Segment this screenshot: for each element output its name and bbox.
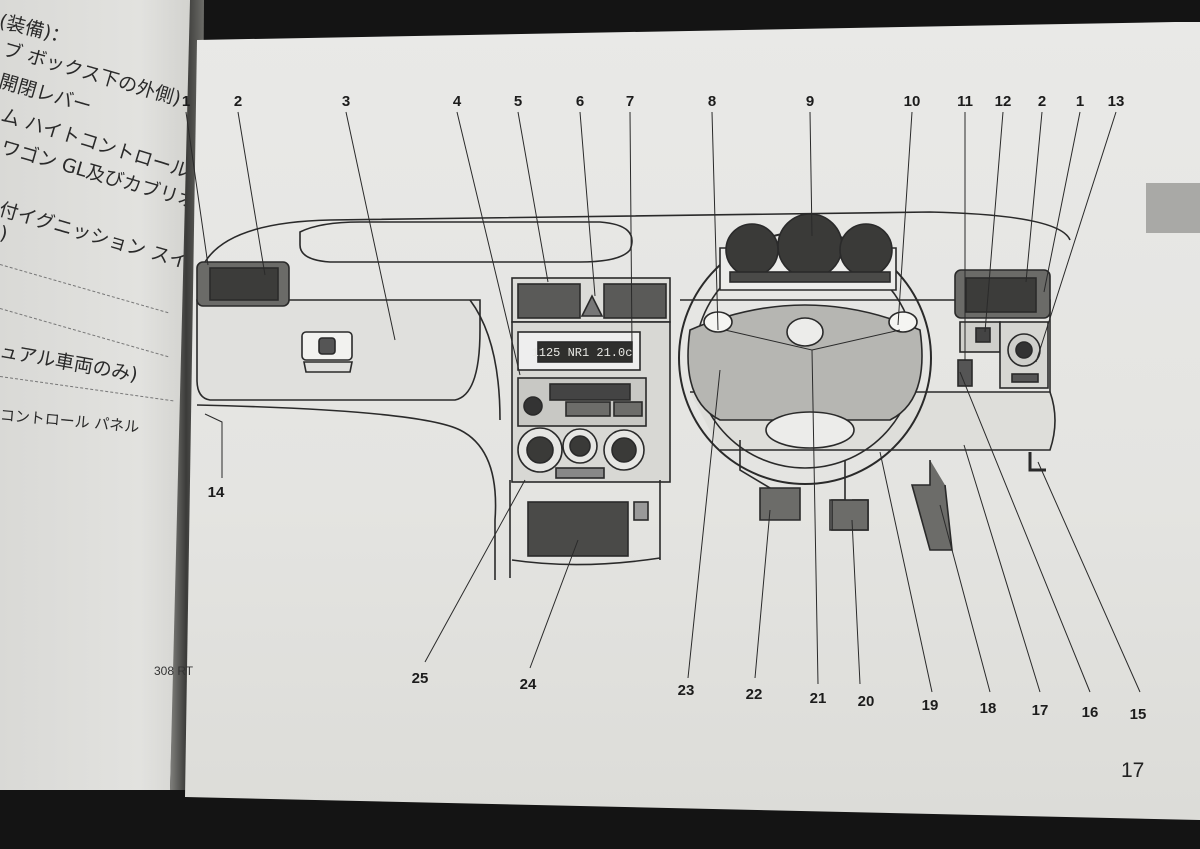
page-number: 17 bbox=[1121, 759, 1145, 782]
callout-9: 9 bbox=[805, 93, 815, 110]
callout-25: 25 bbox=[411, 670, 429, 687]
callout-22: 22 bbox=[745, 686, 763, 703]
callout-2-right: 2 bbox=[1037, 93, 1047, 110]
callout-10: 10 bbox=[903, 93, 921, 110]
callout-12: 12 bbox=[994, 93, 1012, 110]
callout-6: 6 bbox=[575, 93, 585, 110]
callout-20: 20 bbox=[857, 693, 875, 710]
left-page: (装備)： ブ ボックス下の外側) 開閉レバー ム ハイトコントロール ワゴン … bbox=[0, 0, 195, 790]
callout-24: 24 bbox=[519, 676, 537, 693]
callout-1-right: 1 bbox=[1075, 93, 1085, 110]
callout-23: 23 bbox=[677, 682, 695, 699]
callout-11: 11 bbox=[957, 93, 973, 110]
callout-21: 21 bbox=[809, 690, 827, 707]
radio-display-text: 1125 NR1 21.0c bbox=[532, 346, 633, 360]
model-code: 308 RT bbox=[154, 664, 194, 678]
callout-8: 8 bbox=[707, 93, 717, 110]
callout-4: 4 bbox=[452, 93, 462, 110]
callout-7: 7 bbox=[625, 93, 635, 110]
callout-13: 13 bbox=[1107, 93, 1125, 110]
callout-5: 5 bbox=[513, 93, 523, 110]
callout-2-left: 2 bbox=[233, 93, 243, 110]
callout-16: 16 bbox=[1081, 704, 1099, 721]
section-tab bbox=[1146, 183, 1200, 233]
callout-19: 19 bbox=[921, 697, 939, 714]
callout-3: 3 bbox=[341, 93, 351, 110]
callout-17: 17 bbox=[1031, 702, 1049, 719]
callout-18: 18 bbox=[979, 700, 997, 717]
callout-1-left: 1 bbox=[181, 93, 191, 110]
callout-14: 14 bbox=[207, 484, 225, 501]
callout-15: 15 bbox=[1129, 706, 1147, 723]
